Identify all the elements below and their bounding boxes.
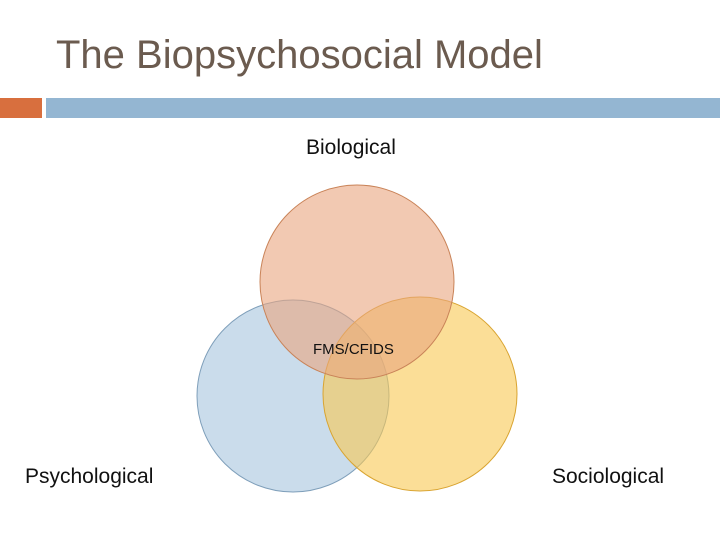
sociological-label: Sociological — [552, 465, 665, 488]
accent-bar-blue — [46, 98, 720, 118]
slide-title: The Biopsychosocial Model — [56, 33, 543, 77]
biological-circle — [259, 184, 455, 380]
biological-label: Biological — [306, 136, 396, 159]
center-label: FMS/CFIDS — [313, 341, 394, 358]
accent-bar-orange — [0, 98, 42, 118]
psychological-label: Psychological — [25, 465, 154, 488]
